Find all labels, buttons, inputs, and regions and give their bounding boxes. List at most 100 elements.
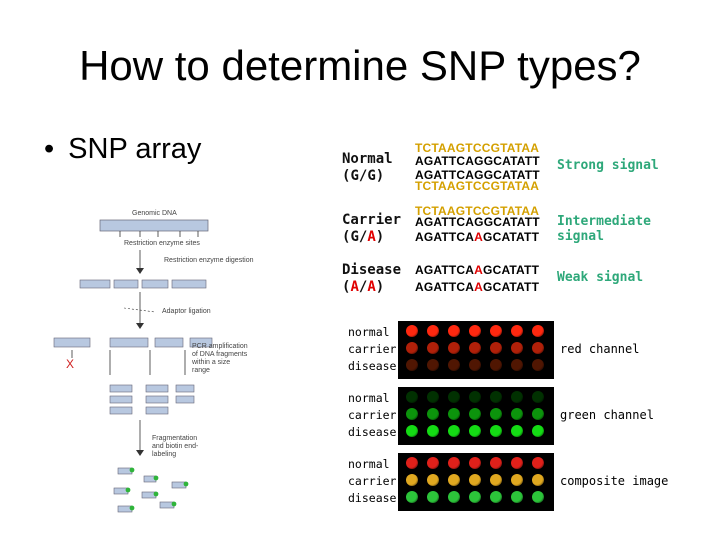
fragment-label-3: labeling <box>152 451 176 458</box>
array-spot <box>406 408 418 420</box>
genotype-carrier-code: (G/A) <box>342 229 385 245</box>
array-spot <box>448 457 460 469</box>
pcr-label-2: of DNA fragments <box>192 351 248 358</box>
channel-row-label: disease <box>348 491 397 505</box>
array-spot <box>490 359 502 371</box>
channel-row-label: carrier <box>348 474 397 488</box>
channel-row-label: disease <box>348 425 397 439</box>
digestion-label: Restriction enzyme digestion <box>164 257 254 264</box>
sequence-probe: AGATTCAGGCATATT <box>415 168 540 182</box>
channel-row-label: normal <box>348 325 390 339</box>
sequence-probe: AGATTCAGGCATATT <box>415 215 540 229</box>
array-spot <box>469 474 481 486</box>
array-spot <box>406 425 418 437</box>
sequence-probe-mismatch: AGATTCAAGCATATT <box>415 230 540 244</box>
array-spot <box>532 457 544 469</box>
bullet-item: •SNP array <box>44 133 201 166</box>
array-spot <box>490 474 502 486</box>
channel-image-panel <box>398 453 554 511</box>
array-spot <box>427 474 439 486</box>
channel-row-label: normal <box>348 391 390 405</box>
array-spot <box>469 457 481 469</box>
array-spot <box>532 359 544 371</box>
array-spot <box>406 457 418 469</box>
restriction-sites-label: Restriction enzyme sites <box>124 240 200 247</box>
sequence-strand: TCTAAGTCCGTATAA <box>415 179 540 193</box>
array-spot <box>469 425 481 437</box>
excluded-x-mark: X <box>66 357 74 371</box>
array-spot <box>532 391 544 403</box>
array-spot <box>532 474 544 486</box>
sequence-strand: TCTAAGTCCGTATAA <box>415 204 540 218</box>
array-spot <box>448 425 460 437</box>
channel-row-label: carrier <box>348 342 397 356</box>
array-spot <box>511 325 523 337</box>
array-spot <box>469 491 481 503</box>
array-spot <box>490 408 502 420</box>
array-spot <box>511 474 523 486</box>
array-spot <box>406 325 418 337</box>
array-spot <box>490 391 502 403</box>
pcr-label-3: within a size <box>191 359 230 366</box>
array-spot <box>511 342 523 354</box>
genotype-disease-code: (A/A) <box>342 279 385 295</box>
pcr-label-4: range <box>192 367 210 374</box>
array-spot <box>406 474 418 486</box>
genotype-normal-name: Normal <box>342 151 393 167</box>
channel-label: red channel <box>560 342 640 356</box>
array-spot <box>469 359 481 371</box>
array-spot <box>406 491 418 503</box>
array-spot <box>448 325 460 337</box>
genomic-dna-label: Genomic DNA <box>132 210 177 217</box>
channel-row-label: normal <box>348 457 390 471</box>
array-spot <box>469 342 481 354</box>
array-spot <box>448 359 460 371</box>
array-spot <box>511 425 523 437</box>
fragment-label-2: and biotin end- <box>152 443 199 450</box>
genotype-disease-name: Disease <box>342 262 402 278</box>
array-spot <box>490 425 502 437</box>
array-spot <box>532 491 544 503</box>
sequence-probe-mismatch: AGATTCAAGCATATT <box>415 263 540 277</box>
array-spot <box>511 408 523 420</box>
sequence-probe-mismatch: AGATTCAAGCATATT <box>415 280 540 294</box>
snp-array-workflow-diagram: Genomic DNA Restriction enzyme sites Res… <box>53 210 254 513</box>
array-spot <box>427 391 439 403</box>
array-spot <box>490 491 502 503</box>
array-spot <box>406 359 418 371</box>
array-spot <box>469 391 481 403</box>
array-spot <box>532 342 544 354</box>
array-spot <box>427 457 439 469</box>
pcr-label-1: PCR amplification <box>192 343 248 350</box>
array-spot <box>469 408 481 420</box>
bullet-dot: • <box>44 133 55 165</box>
channel-image-panel <box>398 321 554 379</box>
array-spot <box>427 342 439 354</box>
array-spot <box>448 474 460 486</box>
signal-strong-label: Strong signal <box>557 158 659 173</box>
array-spot <box>448 391 460 403</box>
slide-title: How to determine SNP types? <box>79 42 641 89</box>
channel-row-label: carrier <box>348 408 397 422</box>
array-spot <box>427 325 439 337</box>
signal-weak-label: Weak signal <box>557 270 644 285</box>
array-spot <box>427 359 439 371</box>
array-spot <box>406 342 418 354</box>
array-spot <box>490 342 502 354</box>
channel-row-label: disease <box>348 359 397 373</box>
channel-label: composite image <box>560 474 669 488</box>
genotype-carrier-name: Carrier <box>342 212 402 228</box>
sequence-probe: AGATTCAGGCATATT <box>415 154 540 168</box>
array-spot <box>427 408 439 420</box>
array-spot <box>532 325 544 337</box>
channel-label: green channel <box>560 408 654 422</box>
array-spot <box>427 425 439 437</box>
array-spot <box>511 457 523 469</box>
array-spot <box>532 408 544 420</box>
array-spot <box>511 491 523 503</box>
array-spot <box>448 491 460 503</box>
fragment-label-1: Fragmentation <box>152 435 197 442</box>
channel-image-panel <box>398 387 554 445</box>
array-spot <box>448 408 460 420</box>
